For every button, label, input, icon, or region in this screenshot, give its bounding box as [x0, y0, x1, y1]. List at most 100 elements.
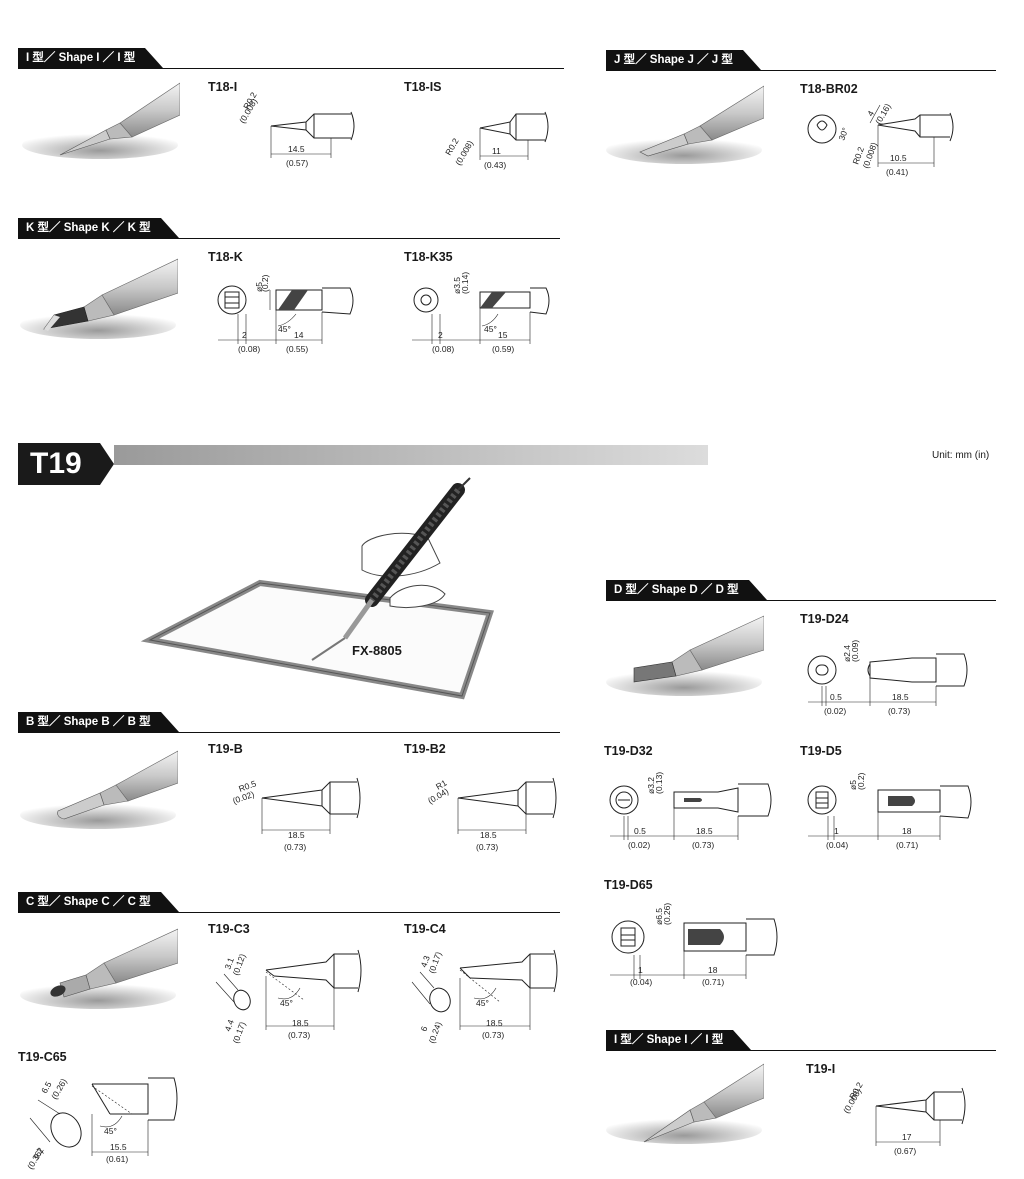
section-header-d: D 型／ Shape D ／ D 型: [606, 580, 996, 604]
dim-length-in: (0.73): [482, 1030, 504, 1040]
dim-a-in: (0.16): [873, 102, 893, 126]
dim-length: 18.5: [288, 830, 305, 840]
dim-angle: 45°: [104, 1126, 117, 1136]
tip-code: T19-C65: [18, 1050, 67, 1064]
diagram-t18-k35: ø3.5 (0.14) 45° 2 (0.08) 15 (0.59): [412, 272, 550, 354]
tip-code: T19-D32: [604, 744, 653, 758]
dim-length: 18.5: [486, 1018, 503, 1028]
tip-photo-t19-b: [20, 750, 178, 829]
dim-length: 17: [902, 1132, 912, 1142]
section-header-j: J 型／ Shape J ／ J 型: [606, 50, 996, 74]
dim-diameter-in: (0.2): [260, 274, 270, 292]
dim-width-in: (0.08): [238, 344, 260, 354]
dim-a-in: (0.12): [230, 952, 247, 976]
section-header-b: B 型／ Shape B ／ B 型: [18, 712, 560, 736]
diagram-t18-k: ø5 (0.2) 45° 2 (0.08) 14 (0.55): [217, 274, 354, 354]
tip-code: T19-B2: [404, 742, 446, 756]
dim-angle: 45°: [278, 324, 291, 334]
diagram-t19-c3: 3.1 (0.12) 4.4 (0.17) 45° 18.5 (0.73): [215, 949, 362, 1045]
dim-radius-in: (0.02): [231, 789, 255, 806]
dim-b: 4.4: [222, 1018, 236, 1033]
tip-photo-t19-i: [606, 1063, 764, 1144]
dim-width-in: (0.08): [432, 344, 454, 354]
diagram-t19-b2: R1 (0.04) 18.5 (0.73): [426, 778, 557, 852]
dim-radius-in: (0.008): [237, 97, 259, 125]
dim-length-in: (0.67): [894, 1146, 916, 1156]
dim-length: 11: [492, 146, 501, 156]
dim-length: 18: [708, 965, 718, 975]
tip-code: T19-D24: [800, 612, 849, 626]
tip-photo-t19-c: [20, 928, 178, 1009]
diagram-t19-c65: 6.5 (0.26) 9.2 (0.36) 45° 15.5 (0.61): [25, 1077, 178, 1171]
tip-photo-t18-i: [22, 82, 180, 159]
dim-diameter: ø2.4: [842, 645, 852, 662]
dim-width: 2: [242, 330, 247, 340]
dim-b-in: (0.36): [25, 1147, 45, 1171]
dim-a: 4: [865, 109, 876, 118]
dim-width-in: (0.04): [826, 840, 848, 850]
dim-radius: R1: [434, 778, 449, 792]
section-label: D 型／ Shape D ／ D 型: [606, 580, 767, 600]
tip-code: T19-D5: [800, 744, 842, 758]
dim-a-in: (0.26): [49, 1077, 69, 1101]
dim-length: 18: [902, 826, 912, 836]
section-label: C 型／ Shape C ／ C 型: [18, 892, 179, 912]
dim-width-in: (0.02): [824, 706, 846, 716]
diagram-t18-br02: 4 (0.16) 30° R0.2 (0.008) 10.5 (0.41): [807, 102, 954, 177]
diagram-t19-c4: 4.3 (0.17) 6 (0.24) 45° 18.5 (0.73): [411, 949, 558, 1045]
dim-diameter: ø3.2: [646, 777, 656, 794]
dim-length-in: (0.43): [484, 160, 506, 170]
diagram-t19-i: R0.2 (0.008) 17 (0.67): [841, 1080, 966, 1156]
dim-width-in: (0.02): [628, 840, 650, 850]
dim-length-in: (0.73): [288, 1030, 310, 1040]
diagram-t18-i: R0.2 (0.008) 14.5 (0.57): [237, 90, 355, 168]
section-label: B 型／ Shape B ／ B 型: [18, 712, 179, 732]
dim-length-in: (0.71): [896, 840, 918, 850]
dim-diameter-in: (0.13): [654, 772, 664, 794]
tip-code: T19-B: [208, 742, 243, 756]
dim-length-in: (0.73): [692, 840, 714, 850]
dim-length: 15.5: [110, 1142, 127, 1152]
section-header-k: K 型／ Shape K ／ K 型: [18, 218, 560, 242]
dim-a: 4.3: [418, 954, 432, 969]
tip-code: T19-C3: [208, 922, 250, 936]
section-header-c: C 型／ Shape C ／ C 型: [18, 892, 560, 916]
dim-length-in: (0.59): [492, 344, 514, 354]
diagram-t18-is: R0.2 (0.008) 11 (0.43): [443, 111, 549, 170]
section-label: J 型／ Shape J ／ J 型: [606, 50, 761, 70]
dim-length: 14.5: [288, 144, 305, 154]
section-label: I 型／ Shape I ／ I 型: [606, 1030, 752, 1050]
dim-a-in: (0.17): [426, 950, 443, 974]
dim-width: 1: [834, 826, 839, 836]
dim-angle: 45°: [484, 324, 497, 334]
dim-length-in: (0.73): [284, 842, 306, 852]
dim-width: 0.5: [830, 692, 842, 702]
tip-code: T18-I: [208, 80, 238, 94]
dim-length-in: (0.61): [106, 1154, 128, 1164]
diagram-t19-d32: ø3.2 (0.13) 0.5 (0.02) 18.5 (0.73): [609, 772, 772, 850]
tip-photo-t18-k: [20, 258, 178, 339]
dim-radius-in: (0.008): [841, 1087, 863, 1115]
dim-length-in: (0.71): [702, 977, 724, 987]
unit-label: Unit: mm (in): [932, 450, 990, 461]
dim-diameter: ø5: [254, 282, 264, 292]
dim-length: 10.5: [890, 153, 907, 163]
section-header-i: I 型／ Shape I ／ I 型: [18, 48, 564, 72]
dim-length-in: (0.41): [886, 167, 908, 177]
section-label: I 型／ Shape I ／ I 型: [18, 48, 164, 68]
tip-code: T19-D65: [604, 878, 653, 892]
series-bar: [114, 445, 708, 465]
dim-b: 6: [418, 1025, 429, 1033]
dim-diameter: ø5: [848, 780, 858, 790]
dim-diameter-in: (0.14): [460, 272, 470, 294]
tip-code: T18-IS: [404, 80, 442, 94]
tip-code: T18-K35: [404, 250, 453, 264]
dim-length: 14: [294, 330, 304, 340]
product-model: FX-8805: [352, 643, 402, 658]
dim-diameter-in: (0.2): [856, 772, 866, 790]
dim-length: 18.5: [480, 830, 497, 840]
diagram-t19-d65: ø6.5 (0.26) 1 (0.04) 18 (0.71): [610, 903, 778, 987]
tip-code: T18-BR02: [800, 82, 858, 96]
dim-diameter-in: (0.09): [850, 640, 860, 662]
dim-length-in: (0.73): [476, 842, 498, 852]
